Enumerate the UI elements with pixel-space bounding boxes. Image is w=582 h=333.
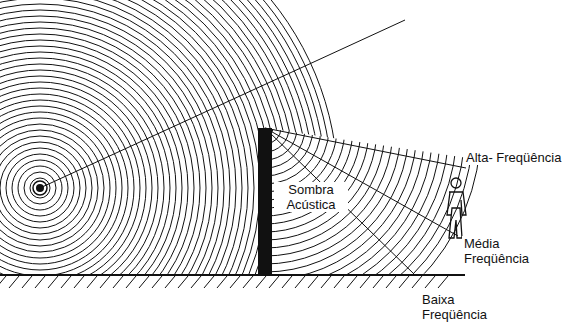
region-label: Sombra Acústica — [274, 182, 348, 212]
frequency-label: Média Freqüência — [462, 236, 546, 266]
low-frequency-ray — [265, 128, 415, 275]
source-wavefronts — [0, 0, 338, 333]
medium-frequency-ray — [265, 128, 458, 236]
ground-hatching — [0, 276, 448, 288]
high-frequency-ray — [265, 128, 466, 168]
frequency-label: Alta- Freqüência — [464, 150, 578, 165]
listener-figure — [447, 178, 466, 238]
barrier-wall — [258, 128, 272, 275]
frequency-label: Baixa Freqüência — [420, 292, 504, 322]
diffracted-wavefronts — [49, 0, 481, 333]
ground-line — [0, 274, 465, 276]
ray-line — [40, 20, 405, 188]
